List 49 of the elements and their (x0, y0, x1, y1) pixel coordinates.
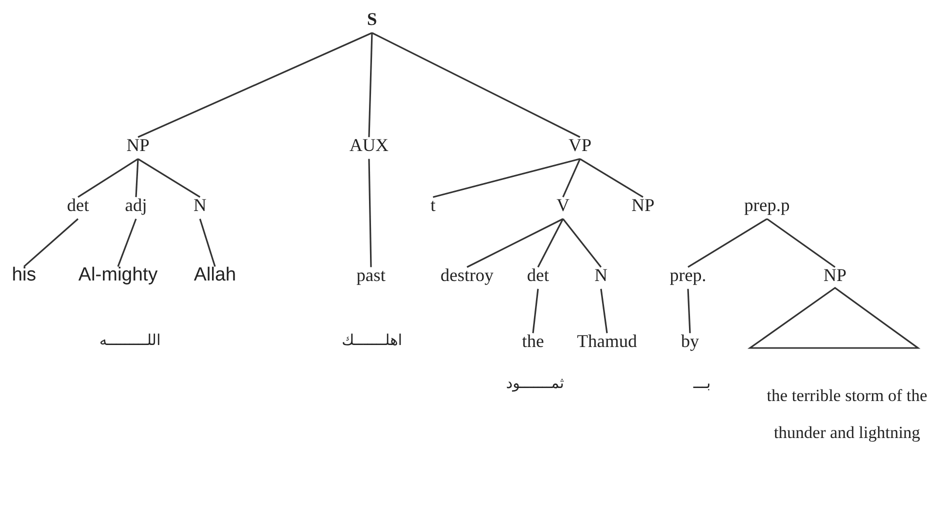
word-label: his (12, 266, 36, 286)
tree-label: past (356, 266, 386, 286)
tree-branch (532, 288, 539, 334)
tree-branch (199, 218, 216, 267)
tree-label: prep. (670, 266, 706, 286)
arabic-word: اهلـــــــك (342, 331, 402, 349)
tree-branch (23, 218, 79, 268)
tree-label: Thamud (577, 332, 637, 352)
phrase-text: the terrible storm of the thunder and lightning (747, 378, 942, 452)
tree-label: prep.p (744, 196, 790, 216)
word-label: Al-mighty (78, 266, 158, 286)
tree-label: S (367, 10, 377, 30)
tree-branch (687, 288, 691, 334)
tree-branch (537, 218, 564, 268)
tree-branch (600, 288, 608, 334)
tree-label: N (194, 196, 206, 216)
tree-label: the (522, 332, 544, 352)
tree-branch (580, 158, 644, 198)
word-label: Allah (194, 266, 236, 286)
tree-branch (432, 158, 580, 198)
tree-label: det (67, 196, 89, 216)
tree-branch (368, 32, 373, 138)
tree-label: V (556, 196, 570, 216)
tree-label: by (681, 332, 699, 352)
tree-label: t (430, 196, 436, 216)
tree-label: destroy (440, 266, 494, 286)
tree-branch (688, 218, 768, 268)
tree-label: NP (632, 196, 654, 216)
tree-branch (368, 158, 372, 268)
tree-branch (138, 32, 372, 138)
tree-label: NP (824, 266, 846, 286)
arabic-word: ثمـــــــود (506, 374, 564, 392)
tree-label: NP (126, 136, 150, 156)
tree-branch (562, 158, 581, 198)
tree-branch (135, 158, 139, 198)
arabic-word: بـــ (693, 374, 711, 392)
arabic-word: اللـــــــــه (99, 331, 161, 349)
tree-branch (78, 158, 138, 198)
tree-label: VP (568, 136, 592, 156)
tree-branch (466, 218, 564, 268)
tree-branch (117, 218, 137, 267)
tree-label: det (527, 266, 549, 286)
tree-branch (138, 158, 200, 198)
tree-label: N (594, 266, 608, 286)
tree-branch (372, 32, 580, 138)
tree-label: adj (125, 196, 147, 216)
tree-label: AUX (350, 136, 388, 156)
tree-branch (562, 218, 602, 268)
tree-branch (766, 218, 836, 268)
